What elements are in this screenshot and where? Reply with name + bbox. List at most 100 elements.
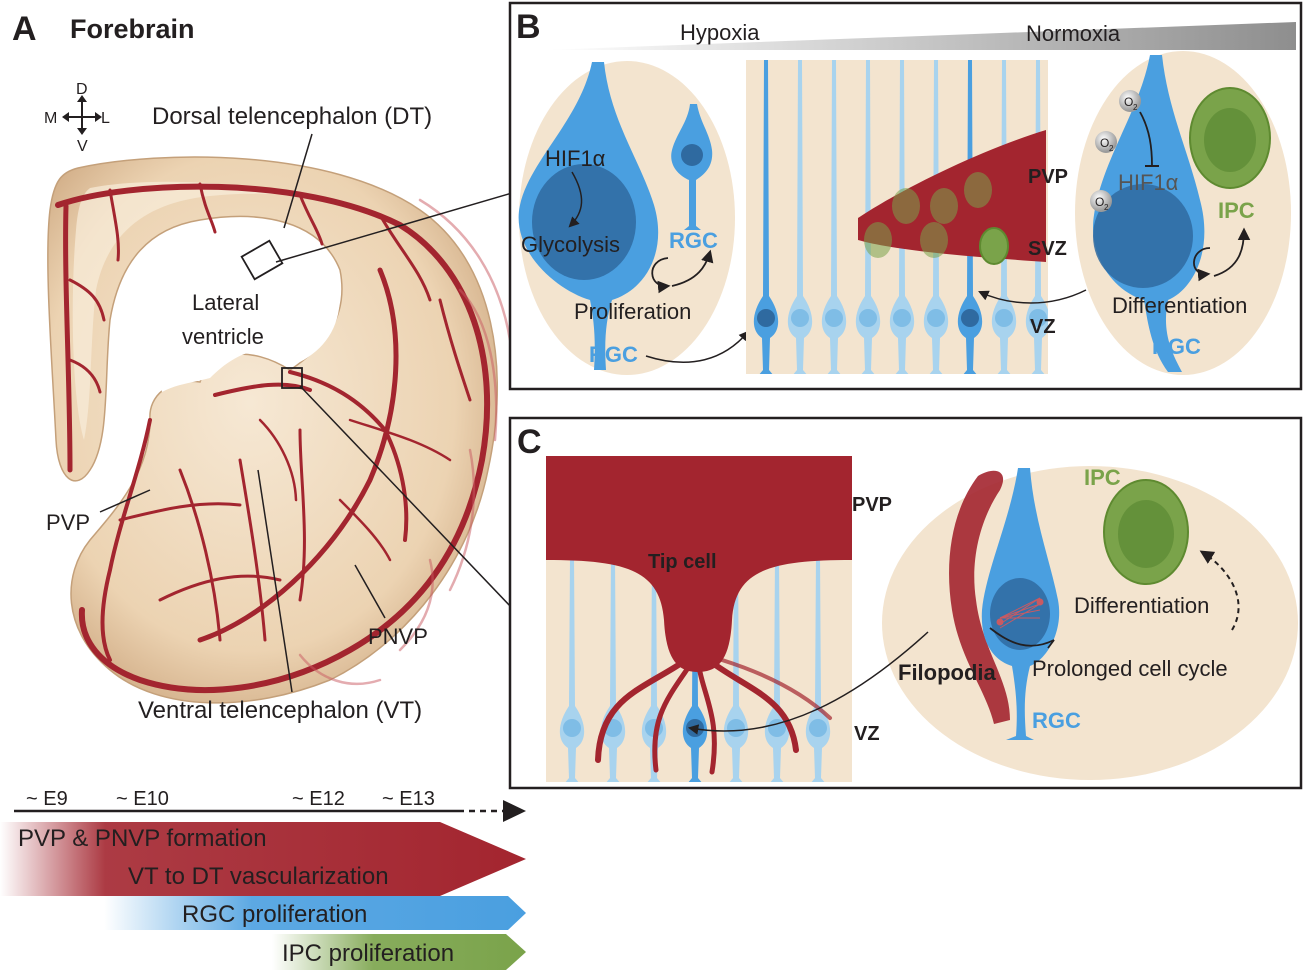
ipc-b-6 (979, 227, 1009, 265)
proliferation-label: Proliferation (574, 299, 691, 324)
rgc-small-nucleus (681, 144, 703, 166)
pnvp-outer-vessels (298, 198, 512, 685)
tick-e13: ~ E13 (382, 788, 435, 810)
normoxia-rgc-nucleus (1093, 184, 1193, 288)
dt-label: Dorsal telencephalon (DT) (152, 103, 432, 130)
ipc-c-label: IPC (1084, 465, 1121, 490)
o2-sub-3: 2 (1104, 203, 1109, 212)
tick-e9: ~ E9 (26, 788, 68, 810)
pvp-c-label: PVP (852, 494, 892, 516)
differentiation-b-label: Differentiation (1112, 293, 1247, 318)
lateral-ventricle-shape (157, 219, 340, 392)
oxygen-gradient-triangle (546, 22, 1296, 50)
radial-glia-cell (559, 556, 585, 782)
filopodia-label: Filopodia (898, 660, 997, 685)
pnvp-leader (354, 564, 386, 619)
normoxia-diff-arrow (1213, 227, 1251, 277)
filopodia-to-column-arrow (687, 631, 929, 735)
ipc-b-5 (920, 222, 948, 258)
o2-sub-1: 2 (1133, 103, 1138, 112)
pvp-vessel-c (546, 456, 852, 672)
bar-ipc-label: IPC proliferation (282, 940, 454, 967)
prolif-arrow (671, 249, 714, 287)
radial-glia-cell (821, 60, 847, 374)
bar-vt-dt-label: VT to DT vascularization (128, 863, 389, 890)
rgc-big-nucleus (532, 164, 636, 280)
tick-e12: ~ E12 (292, 788, 345, 810)
panel-c: C Tip cell PVP VZ (508, 416, 1303, 790)
lateral-label-1: Lateral (192, 290, 259, 315)
zoom-line-c (299, 385, 513, 609)
normoxia-label: Normoxia (1026, 21, 1121, 46)
ipc-b-3 (964, 172, 992, 208)
vz-b-label: VZ (1030, 316, 1056, 338)
normoxia-ipc-nucleus (1204, 108, 1256, 172)
vt-zoom-box (281, 367, 303, 389)
ipc-cells-b (864, 172, 1009, 265)
compass-m: M (44, 110, 57, 127)
compass-d: D (76, 81, 88, 98)
rgc-c-label: RGC (1032, 708, 1081, 733)
vt-leader (257, 469, 293, 693)
tick-e10: ~ E10 (116, 788, 169, 810)
timeline-arrow-icon (503, 800, 526, 822)
compass-l: L (101, 110, 110, 127)
c-differentiation-arrow (1199, 550, 1240, 631)
c-vessel-filopodia (949, 470, 1010, 724)
cycle-arrow-icon (989, 627, 1055, 649)
prolonged-cycle-label: Prolonged cell cycle (1032, 656, 1228, 681)
tip-cell-label: Tip cell (648, 551, 717, 573)
bar-vascular (0, 822, 526, 896)
panel-c-letter: C (517, 423, 542, 461)
o2-molecule-icon (1119, 90, 1141, 112)
normoxia-self-arrow (1193, 247, 1211, 282)
forebrain-illustration (47, 156, 512, 704)
mitotic-spindle-icon (996, 597, 1044, 629)
o2-inhibit-line (1139, 111, 1153, 167)
radial-glia-cell (787, 60, 813, 374)
zoom-line-b (275, 192, 513, 263)
o2-label-2: O (1100, 136, 1109, 150)
ipc-b-1 (892, 188, 920, 224)
panel-a: A Forebrain D V M L Dorsal telencephalon… (12, 10, 513, 724)
hif-left-label: HIF1α (545, 146, 606, 171)
rgc-bottom-label: RGC (589, 342, 638, 367)
tip-cell-filopodia (595, 658, 832, 775)
o2-molecule-icon (1090, 190, 1112, 212)
pvp-label: PVP (46, 510, 90, 535)
vz-c-label: VZ (854, 723, 880, 745)
differentiation-c-label: Differentiation (1074, 593, 1209, 618)
right-to-column-arrow (978, 289, 1087, 304)
dt-highlight (72, 181, 360, 440)
rgc-to-column-arrow (645, 330, 750, 363)
svz-b-label: SVZ (1028, 238, 1067, 260)
dt-zoom-box (240, 239, 284, 281)
c-ipc-nucleus (1118, 500, 1174, 568)
o2-molecules (1090, 90, 1141, 212)
bar-rgc (104, 896, 526, 930)
radial-glia-cell (805, 556, 831, 782)
vt-label: Ventral telencephalon (VT) (138, 697, 422, 724)
radial-glia-cell (723, 556, 749, 782)
panel-b: B Hypoxia Normoxia HIF1α Glycolysis RGC … (508, 1, 1303, 391)
o2-molecule-icon (1095, 131, 1117, 153)
rgc-right-label: RGC (1152, 334, 1201, 359)
hypoxia-label: Hypoxia (680, 20, 760, 45)
orientation-compass-icon (62, 95, 102, 135)
ipc-b-2 (930, 188, 958, 224)
hypoxia-rgc-small (671, 104, 713, 230)
bar-pvp-pnvp-label: PVP & PNVP formation (18, 825, 267, 852)
pvp-leader (99, 489, 151, 513)
o2-label-3: O (1095, 195, 1104, 209)
pnvp-label: PNVP (368, 624, 428, 649)
panel-a-letter: A (12, 10, 37, 48)
radial-glia-cell (753, 60, 779, 374)
ipc-b-label: IPC (1218, 198, 1255, 223)
o2-sub-2: 2 (1109, 144, 1114, 153)
o2-label-1: O (1124, 95, 1133, 109)
ipc-b-4 (864, 222, 892, 258)
glycolysis-label: Glycolysis (521, 232, 620, 257)
c-cell-oval (882, 466, 1298, 780)
timeline: ~ E9 ~ E10 ~ E12 ~ E13 PVP & PNVP format… (0, 788, 526, 970)
